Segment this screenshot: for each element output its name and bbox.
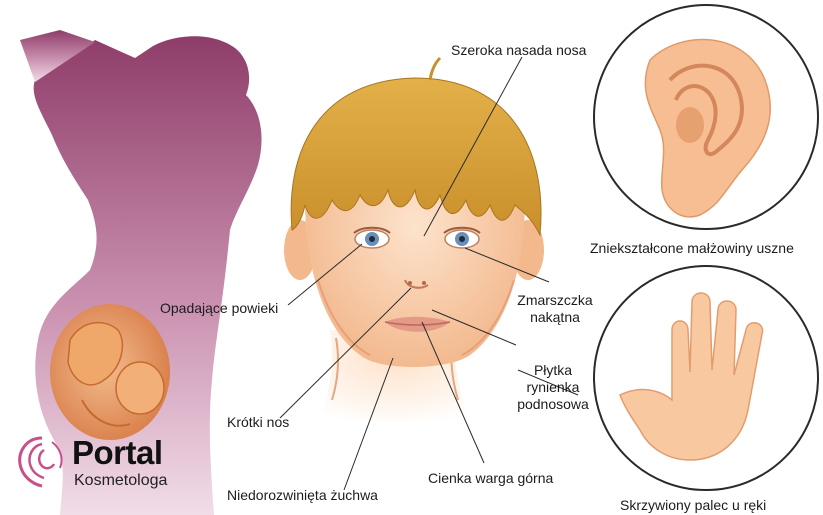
- label-philtrum-line2: rynienka: [505, 379, 601, 396]
- label-nose-bridge: Szeroka nasada nosa: [451, 42, 586, 59]
- label-eyelids: Opadające powieki: [160, 300, 278, 317]
- label-philtrum-line3: podnosowa: [505, 396, 601, 413]
- portal-kosmetologa-logo: Portal Kosmetologa: [12, 432, 202, 494]
- label-ears: Zniekształcone małżowiny uszne: [590, 240, 794, 257]
- label-philtrum-line1: Płytka: [505, 362, 601, 379]
- label-philtrum: Płytka rynienka podnosowa: [505, 362, 601, 413]
- logo-sub-text: Kosmetologa: [74, 472, 167, 490]
- label-jaw: Niedorozwinięta żuchwa: [227, 487, 378, 504]
- label-finger: Skrzywiony palec u ręki: [620, 497, 766, 514]
- label-epicanthus-line2: nakątna: [515, 309, 595, 326]
- label-epicanthus-line1: Zmarszczka: [515, 292, 595, 309]
- fetus-illustration: [50, 304, 170, 440]
- logo-face-icon: [12, 432, 70, 492]
- label-epicanthus: Zmarszczka nakątna: [515, 292, 595, 326]
- logo-brand-text: Portal: [72, 434, 163, 472]
- hand-detail-circle: [594, 266, 818, 490]
- label-upper-lip: Cienka warga górna: [428, 470, 553, 487]
- ear-detail-circle: [594, 5, 818, 229]
- label-short-nose: Krótki nos: [227, 414, 289, 431]
